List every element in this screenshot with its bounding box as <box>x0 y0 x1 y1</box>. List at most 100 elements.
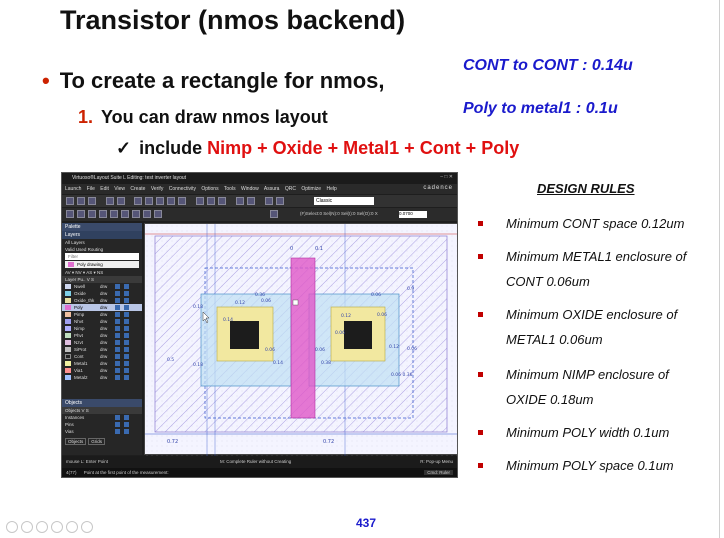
selectable-checkbox[interactable] <box>124 333 129 338</box>
properties-icon[interactable] <box>178 197 186 205</box>
visible-checkbox[interactable] <box>115 422 120 427</box>
visible-checkbox[interactable] <box>115 375 120 380</box>
selectable-checkbox[interactable] <box>124 340 129 345</box>
menu-window[interactable]: Window <box>240 186 259 192</box>
menu-optimize[interactable]: Optimize <box>301 186 322 192</box>
path-icon[interactable] <box>121 210 129 218</box>
selectable-checkbox[interactable] <box>124 347 129 352</box>
selectable-checkbox[interactable] <box>124 298 129 303</box>
visible-checkbox[interactable] <box>115 326 120 331</box>
undo-icon[interactable] <box>106 197 114 205</box>
copy-icon[interactable] <box>145 197 153 205</box>
stretch-icon[interactable] <box>156 197 164 205</box>
visible-checkbox[interactable] <box>115 340 120 345</box>
menu-file[interactable]: File <box>86 186 95 192</box>
menu-edit[interactable]: Edit <box>100 186 109 192</box>
rectangle-icon[interactable] <box>110 210 118 218</box>
redo-icon[interactable] <box>117 197 125 205</box>
selectable-checkbox[interactable] <box>124 291 129 296</box>
layer-filter-input[interactable]: Filter <box>65 253 139 260</box>
layout-canvas[interactable]: 0 0.1 0.36 0.06 0.9 0.18 0.12 0.06 0.14 … <box>144 223 457 456</box>
menu-options[interactable]: Options <box>201 186 219 192</box>
visible-checkbox[interactable] <box>115 361 120 366</box>
polygon-icon[interactable] <box>132 210 140 218</box>
nav-back-icon[interactable] <box>6 521 18 533</box>
tab-objects[interactable]: Objects <box>65 438 87 445</box>
save-icon[interactable] <box>88 197 96 205</box>
instance-icon[interactable] <box>154 210 162 218</box>
selectable-checkbox[interactable] <box>124 415 129 420</box>
selectable-checkbox[interactable] <box>124 319 129 324</box>
visible-checkbox[interactable] <box>115 333 120 338</box>
menu-connectivity[interactable]: Connectivity <box>168 186 196 192</box>
layer-set-select[interactable]: All Layers <box>65 240 85 245</box>
visible-checkbox[interactable] <box>115 305 120 310</box>
select-icon[interactable] <box>77 210 85 218</box>
menu-launch[interactable]: Launch <box>65 186 82 192</box>
selectable-checkbox[interactable] <box>124 326 129 331</box>
layer-filter-options[interactable]: Valid Used Routing <box>65 247 104 252</box>
zoom-in-icon[interactable] <box>207 197 215 205</box>
coordinate-field[interactable]: 0.0700 <box>399 211 427 218</box>
filter-icon[interactable] <box>276 197 284 205</box>
visibility-row[interactable]: AV ▾ NV ▾ AS ▾ NS <box>65 270 104 275</box>
visible-checkbox[interactable] <box>115 354 120 359</box>
selectable-checkbox[interactable] <box>124 284 129 289</box>
layer-icon[interactable] <box>247 197 255 205</box>
grid-icon[interactable] <box>66 210 74 218</box>
nav-more-icon[interactable] <box>81 521 93 533</box>
selectable-checkbox[interactable] <box>124 361 129 366</box>
visible-checkbox[interactable] <box>115 429 120 434</box>
nav-play-icon[interactable] <box>21 521 33 533</box>
visible-checkbox[interactable] <box>115 415 120 420</box>
ruler-icon[interactable] <box>236 197 244 205</box>
selectable-checkbox[interactable] <box>124 422 129 427</box>
workspace-select[interactable]: Classic <box>314 197 374 205</box>
snap-icon[interactable] <box>88 210 96 218</box>
selectable-checkbox[interactable] <box>124 368 129 373</box>
selectable-checkbox[interactable] <box>124 312 129 317</box>
selectable-checkbox[interactable] <box>124 375 129 380</box>
search-icon[interactable] <box>265 197 273 205</box>
plus-icon[interactable] <box>99 210 107 218</box>
label-icon[interactable] <box>143 210 151 218</box>
open-icon[interactable] <box>77 197 85 205</box>
menu-create[interactable]: Create <box>130 186 146 192</box>
object-row-pins[interactable]: Pins <box>62 421 142 428</box>
fit-icon[interactable] <box>196 197 204 205</box>
selectable-checkbox[interactable] <box>124 305 129 310</box>
new-icon[interactable] <box>66 197 74 205</box>
window-controls[interactable]: – □ ✕ <box>440 174 453 180</box>
nav-zoom-icon[interactable] <box>51 521 63 533</box>
current-layer-select[interactable]: Poly drawing <box>65 261 139 268</box>
visible-checkbox[interactable] <box>115 284 120 289</box>
nav-forward-icon[interactable] <box>66 521 78 533</box>
menu-qrc[interactable]: QRC <box>284 186 296 192</box>
menu-tools[interactable]: Tools <box>223 186 236 192</box>
selectable-checkbox[interactable] <box>124 429 129 434</box>
nav-pen-icon[interactable] <box>36 521 48 533</box>
delete-icon[interactable] <box>167 197 175 205</box>
zoom-out-icon[interactable] <box>218 197 226 205</box>
settings-icon[interactable] <box>270 210 278 218</box>
menu-view[interactable]: View <box>114 186 126 192</box>
move-icon[interactable] <box>134 197 142 205</box>
visible-checkbox[interactable] <box>115 291 120 296</box>
visible-checkbox[interactable] <box>115 368 120 373</box>
tab-grids[interactable]: Grids <box>88 438 106 445</box>
visible-checkbox[interactable] <box>115 319 120 324</box>
object-row-vias[interactable]: Vias <box>62 428 142 435</box>
